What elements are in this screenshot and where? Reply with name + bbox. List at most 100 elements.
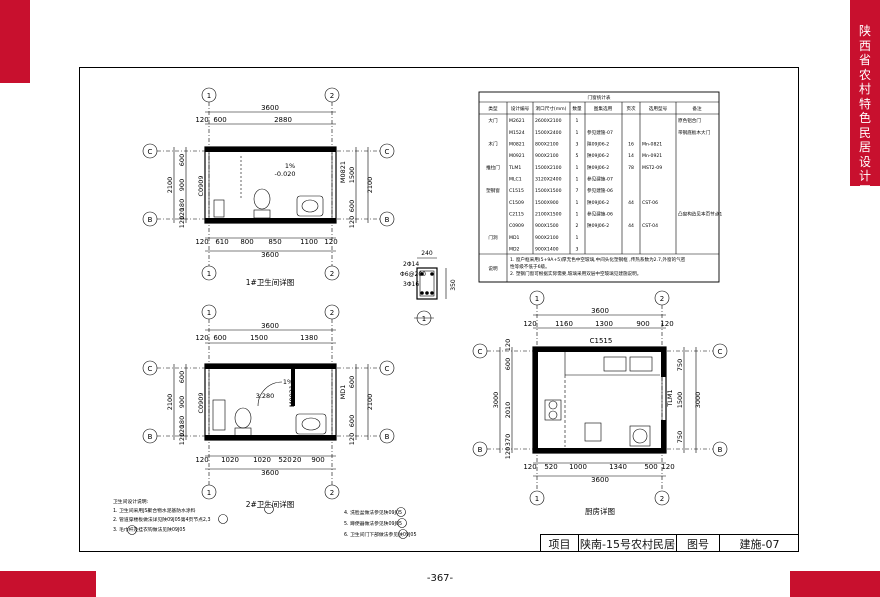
table-cell: 44 [628,223,634,229]
dim-text: 500 [644,463,657,471]
bath-tray [212,399,226,431]
vertical-title-band: 陕西省农村特色民居设计图集 [850,0,880,212]
dim-text: 120 [178,433,186,445]
washer-fixture [629,425,651,447]
table-cell: C0909 [509,223,524,229]
table-cell: TLM1 [508,165,521,171]
toilet-tank [234,427,252,437]
drawing-no: 建施-07 [719,534,799,552]
table-cell: 1 [576,165,579,171]
plan2-bathroom [142,304,395,500]
dim-text: 600 [213,116,226,124]
table-cell: 凸窗构造见本页节点1 [678,211,722,218]
toilet-fixture [253,188,271,210]
table-cell: 带钢底板木大门 [678,129,711,136]
table-cell: 44 [628,200,634,206]
drawing-sheet [79,67,799,552]
note-ref-bubble [398,529,408,539]
axis-label: 1 [535,295,539,303]
table-cell: 800X2100 [535,142,559,148]
axis-label: B [148,433,153,441]
table-cell: 陕09J06-2 [587,141,609,148]
dim-text: 900 [178,179,186,191]
dim-text: 120 [660,320,673,328]
dim-text: 610 [215,238,228,246]
table-cell: 3 [576,142,579,148]
table-cell: M1524 [509,130,525,136]
dim-text: 120 [195,238,208,246]
dim-text: 120 [178,425,186,437]
bottom-red-bar-right [790,571,880,597]
table-cell: 参见建施-07 [587,129,613,136]
washbasin-fixture [296,195,324,217]
dim-text: 1020 [253,456,271,464]
axis-label: C [148,365,153,373]
axis-bubble-1-bottom [529,490,545,506]
dim-text: 1340 [609,463,627,471]
note-item: 5. 蹲便器做法参见陕09J05 [344,520,402,527]
axis-label: 2 [660,495,664,503]
table-cell: 2 [576,223,579,229]
fridge-fixture [584,422,602,442]
dim-text: 1100 [300,238,318,246]
table-cell: 1 [576,212,579,218]
table-cell: 木门 [488,141,498,148]
table-cell: 门洞 [488,234,498,241]
table-header-cell: 洞口尺寸(mm) [536,105,567,112]
table-cell: 1 [576,200,579,206]
floor-level: -0.020 [275,170,296,178]
dim-text: 120 [324,238,337,246]
table-note-line: 性等级不低于6级。 [510,263,550,270]
dim-text: 1020 [221,456,239,464]
dim-text: 600 [348,376,356,388]
dim-text: 120 [348,433,356,445]
dim-text: 750 [676,431,684,443]
table-cell: C1515 [509,188,524,194]
table-cell: 1500X900 [535,200,559,206]
axis-label: B [385,433,390,441]
table-cell: 塑钢窗 [486,187,500,194]
axis-label: 1 [207,489,211,497]
table-cell: 1 [576,118,579,124]
axis-label: 2 [330,92,334,100]
dim-text: 1500 [250,334,268,342]
table-cell: 1 [576,177,579,183]
dim-text: 120 [523,463,536,471]
axis-label: C [385,365,390,373]
table-cell: 陕09J06-2 [587,199,609,206]
dim-text: 600 [213,334,226,342]
axis-label: 2 [660,295,664,303]
table-header-cell: 图集选用 [594,105,613,112]
axis-label: C [478,348,483,356]
axis-label: 1 [207,309,211,317]
note-item: 6. 卫生间门下部做法参见陕09J05 [344,531,417,538]
dim-text: 2880 [274,116,292,124]
axis-label: B [718,446,723,454]
dim-text: 600 [348,200,356,212]
plan1-bathroom [142,87,395,281]
table-cell: 1500X2400 [535,130,562,136]
window-code: C1515 [590,337,613,345]
dim-text: 520 [544,463,557,471]
kitchen-plan [472,290,728,506]
table-cell: M2621 [509,118,525,124]
note-ref-bubble [264,504,274,514]
note-ref-bubble [397,518,407,528]
dim-text: 120 [348,216,356,228]
dim-text: 120 [504,339,512,351]
axis-label: 1 [207,92,211,100]
dim-text: 120 [178,208,186,220]
kitchen-title: 厨房详图 [585,506,615,516]
dim-text: 600 [178,371,186,383]
table-cell: 推拉门 [486,164,500,171]
axis-label: 2 [330,309,334,317]
shower-tray [213,199,225,218]
axis-label: 2 [330,489,334,497]
dim-total-top: 3600 [591,307,609,315]
dim-total-bottom: 3600 [261,469,279,477]
table-cell: 1500X2100 [535,165,562,171]
note-ref-bubble [396,507,406,517]
section-width: 240 [421,250,433,257]
floor-slope: 1% [283,378,293,386]
